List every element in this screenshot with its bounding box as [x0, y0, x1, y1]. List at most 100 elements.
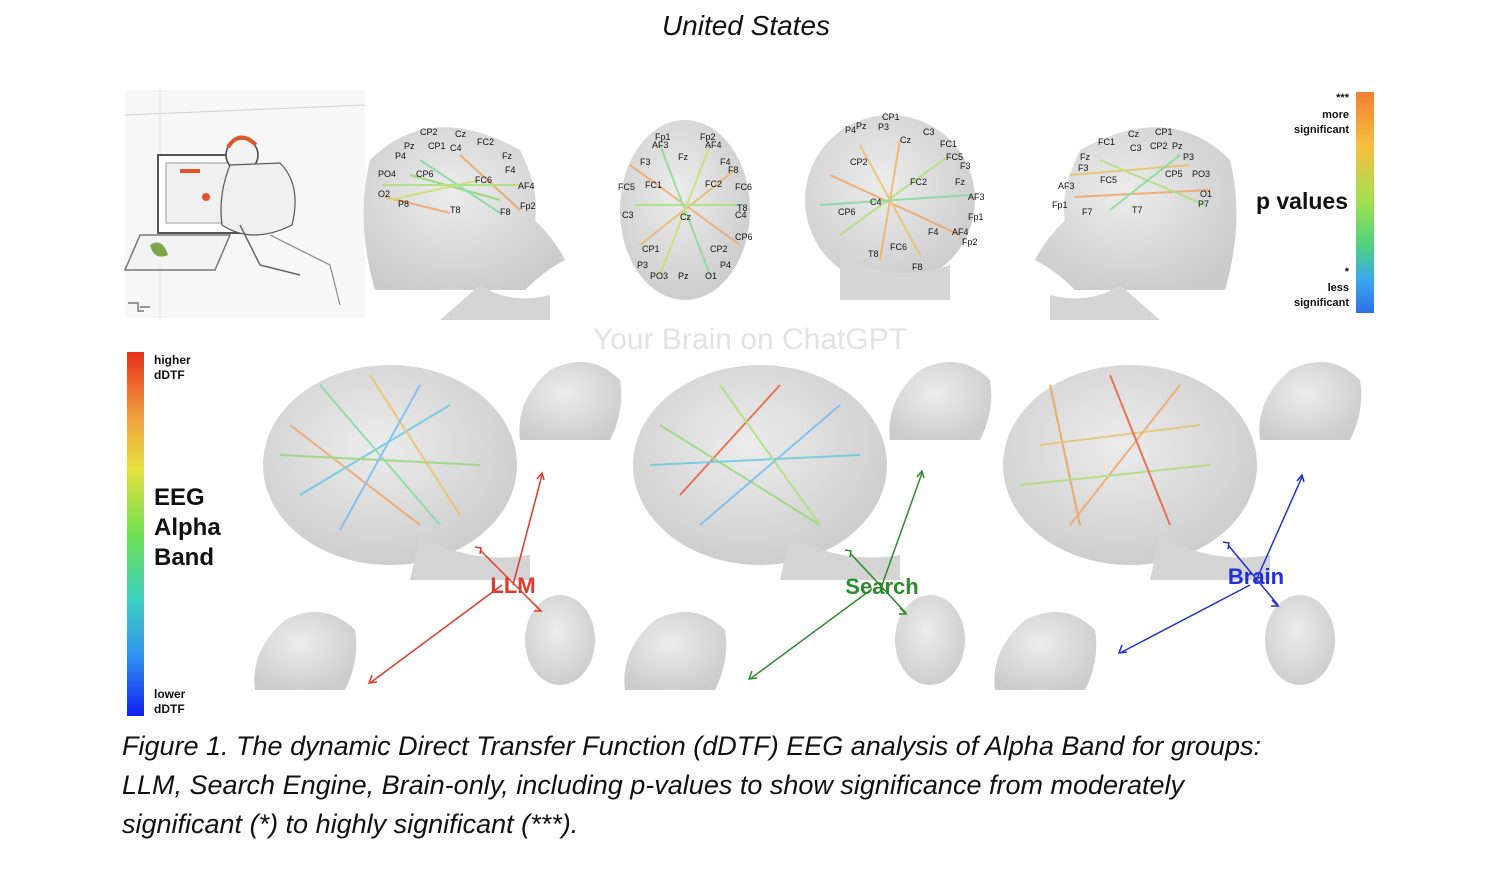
electrode-label: Fz: [678, 152, 688, 162]
ddtf-legend-title: EEG: [154, 484, 205, 511]
electrode-label: F4: [928, 227, 939, 237]
head-top-side-right: FC1 Cz CP1 C3 CP2 Pz Fz P3 F3 FC5 CP5 PO…: [1035, 127, 1237, 320]
electrode-label: FC5: [946, 152, 963, 162]
group-brain-arrows: [1117, 473, 1305, 654]
pvalue-low-marker: *: [1345, 266, 1350, 278]
electrode-label: O1: [1200, 189, 1212, 199]
electrode-label: Fz: [502, 151, 512, 161]
electrode-label: CP5: [1165, 169, 1183, 179]
electrode-label: P3: [1183, 152, 1194, 162]
group-label: Search: [845, 574, 918, 599]
electrode-label: CP1: [882, 112, 900, 122]
electrode-label: Fp2: [962, 237, 978, 247]
electrode-label: CP6: [735, 232, 753, 242]
electrode-label: PO3: [650, 271, 668, 281]
ddtf-low-label: lower: [154, 687, 186, 701]
watermark-text: Your Brain on ChatGPT: [593, 323, 907, 356]
electrode-label: Pz: [678, 271, 689, 281]
electrode-label: F3: [1078, 163, 1089, 173]
head-top-view: Fp1 Fp2 AF3 AF4 F3 Fz F4 F8 FC5 FC1 FC2 …: [618, 120, 753, 300]
electrode-label: F8: [912, 262, 923, 272]
electrode-label: FC2: [477, 137, 494, 147]
ddtf-legend-title: Band: [154, 544, 214, 571]
electrode-label: Cz: [900, 135, 911, 145]
electrode-label: P4: [720, 260, 731, 270]
electrode-label: F3: [960, 161, 971, 171]
electrode-label: C3: [1130, 143, 1142, 153]
caption-line: LLM, Search Engine, Brain-only, includin…: [122, 770, 1185, 800]
electrode-label: T8: [450, 205, 461, 215]
electrode-label: O2: [378, 189, 390, 199]
electrode-label: F4: [505, 165, 516, 175]
eeg-figure: CP2 Cz P4 Pz CP1 C4 FC2 Fz CP6 F4 PO4 FC…: [123, 90, 1374, 716]
group-search-panel: Search: [624, 362, 992, 690]
group-label: Brain: [1228, 564, 1284, 589]
ddtf-low-label: dDTF: [154, 702, 185, 716]
group-search-arrows: [747, 469, 925, 680]
electrode-label: Fp2: [700, 132, 716, 142]
electrode-label: Fz: [1080, 152, 1090, 162]
electrode-label: CP1: [642, 244, 660, 254]
electrode-label: FC1: [1098, 137, 1115, 147]
electrode-label: Cz: [1128, 129, 1139, 139]
pvalue-high-label: more: [1322, 109, 1349, 121]
electrode-label: C4: [450, 143, 462, 153]
electrode-label: P4: [845, 125, 856, 135]
pvalue-low-label: significant: [1294, 297, 1349, 309]
head-top-back-view: CP1 P3 P4 Pz CP2 Cz C3 FC1 FC5 F3 Fz AF3…: [805, 112, 985, 300]
electrode-label: PO4: [378, 169, 396, 179]
electrode-label: CP2: [850, 157, 868, 167]
electrode-label: C4: [870, 197, 882, 207]
electrode-label: AF3: [1058, 181, 1075, 191]
group-search-small-heads: [624, 362, 992, 690]
electrode-label: T8: [868, 249, 879, 259]
caption-line: Figure 1. The dynamic Direct Transfer Fu…: [122, 731, 1261, 761]
electrode-label: FC5: [618, 182, 635, 192]
pvalue-colorbar: [1356, 92, 1374, 313]
pvalue-legend: *** more significant * less significant …: [1256, 92, 1374, 313]
electrode-label: Cz: [680, 212, 691, 222]
group-brain-panel: Brain: [994, 362, 1362, 690]
electrode-label: C3: [622, 210, 634, 220]
electrode-label: T7: [1132, 205, 1143, 215]
electrode-label: O1: [705, 271, 717, 281]
electrode-label: CP2: [1150, 141, 1168, 151]
electrode-label: AF4: [705, 140, 722, 150]
group-brain-small-heads: [994, 362, 1362, 690]
electrode-label: C3: [923, 127, 935, 137]
electrode-label: P7: [1198, 199, 1209, 209]
pvalue-high-marker: ***: [1336, 92, 1350, 104]
electrode-label: P8: [398, 199, 409, 209]
group-llm-panel: LLM: [254, 362, 622, 690]
ddtf-high-label: higher: [154, 353, 191, 367]
electrode-label: CP1: [1155, 127, 1173, 137]
electrode-label: FC2: [910, 177, 927, 187]
electrode-label: FC6: [890, 242, 907, 252]
electrode-label: FC1: [645, 180, 662, 190]
electrode-label: F7: [1082, 207, 1093, 217]
group-llm-small-heads: [254, 362, 622, 690]
electrode-label: T8: [737, 203, 748, 213]
electrode-label: FC1: [940, 139, 957, 149]
page-title: United States: [661, 10, 831, 41]
head-top-side-left: CP2 Cz P4 Pz CP1 C4 FC2 Fz CP6 F4 PO4 FC…: [363, 127, 565, 320]
electrode-label: CP2: [710, 244, 728, 254]
electrode-label: Fz: [955, 177, 965, 187]
electrode-label: Pz: [1172, 141, 1183, 151]
electrode-label: Fp1: [1052, 200, 1068, 210]
group-llm-arrows: [367, 471, 545, 684]
electrode-label: Fp2: [520, 201, 536, 211]
electrode-label: CP1: [428, 141, 446, 151]
pvalue-low-label: less: [1328, 282, 1349, 294]
caption-line: significant (*) to highly significant (*…: [122, 809, 579, 839]
electrode-label: F8: [728, 165, 739, 175]
electrode-label: FC5: [1100, 175, 1117, 185]
electrode-label: P3: [878, 122, 889, 132]
group-label: LLM: [490, 573, 535, 598]
electrode-label: FC6: [735, 182, 752, 192]
ddtf-high-label: dDTF: [154, 368, 185, 382]
electrode-label: F4: [720, 157, 731, 167]
electrode-label: CP2: [420, 127, 438, 137]
pvalue-legend-title: p values: [1256, 188, 1348, 214]
electrode-label: FC2: [705, 179, 722, 189]
